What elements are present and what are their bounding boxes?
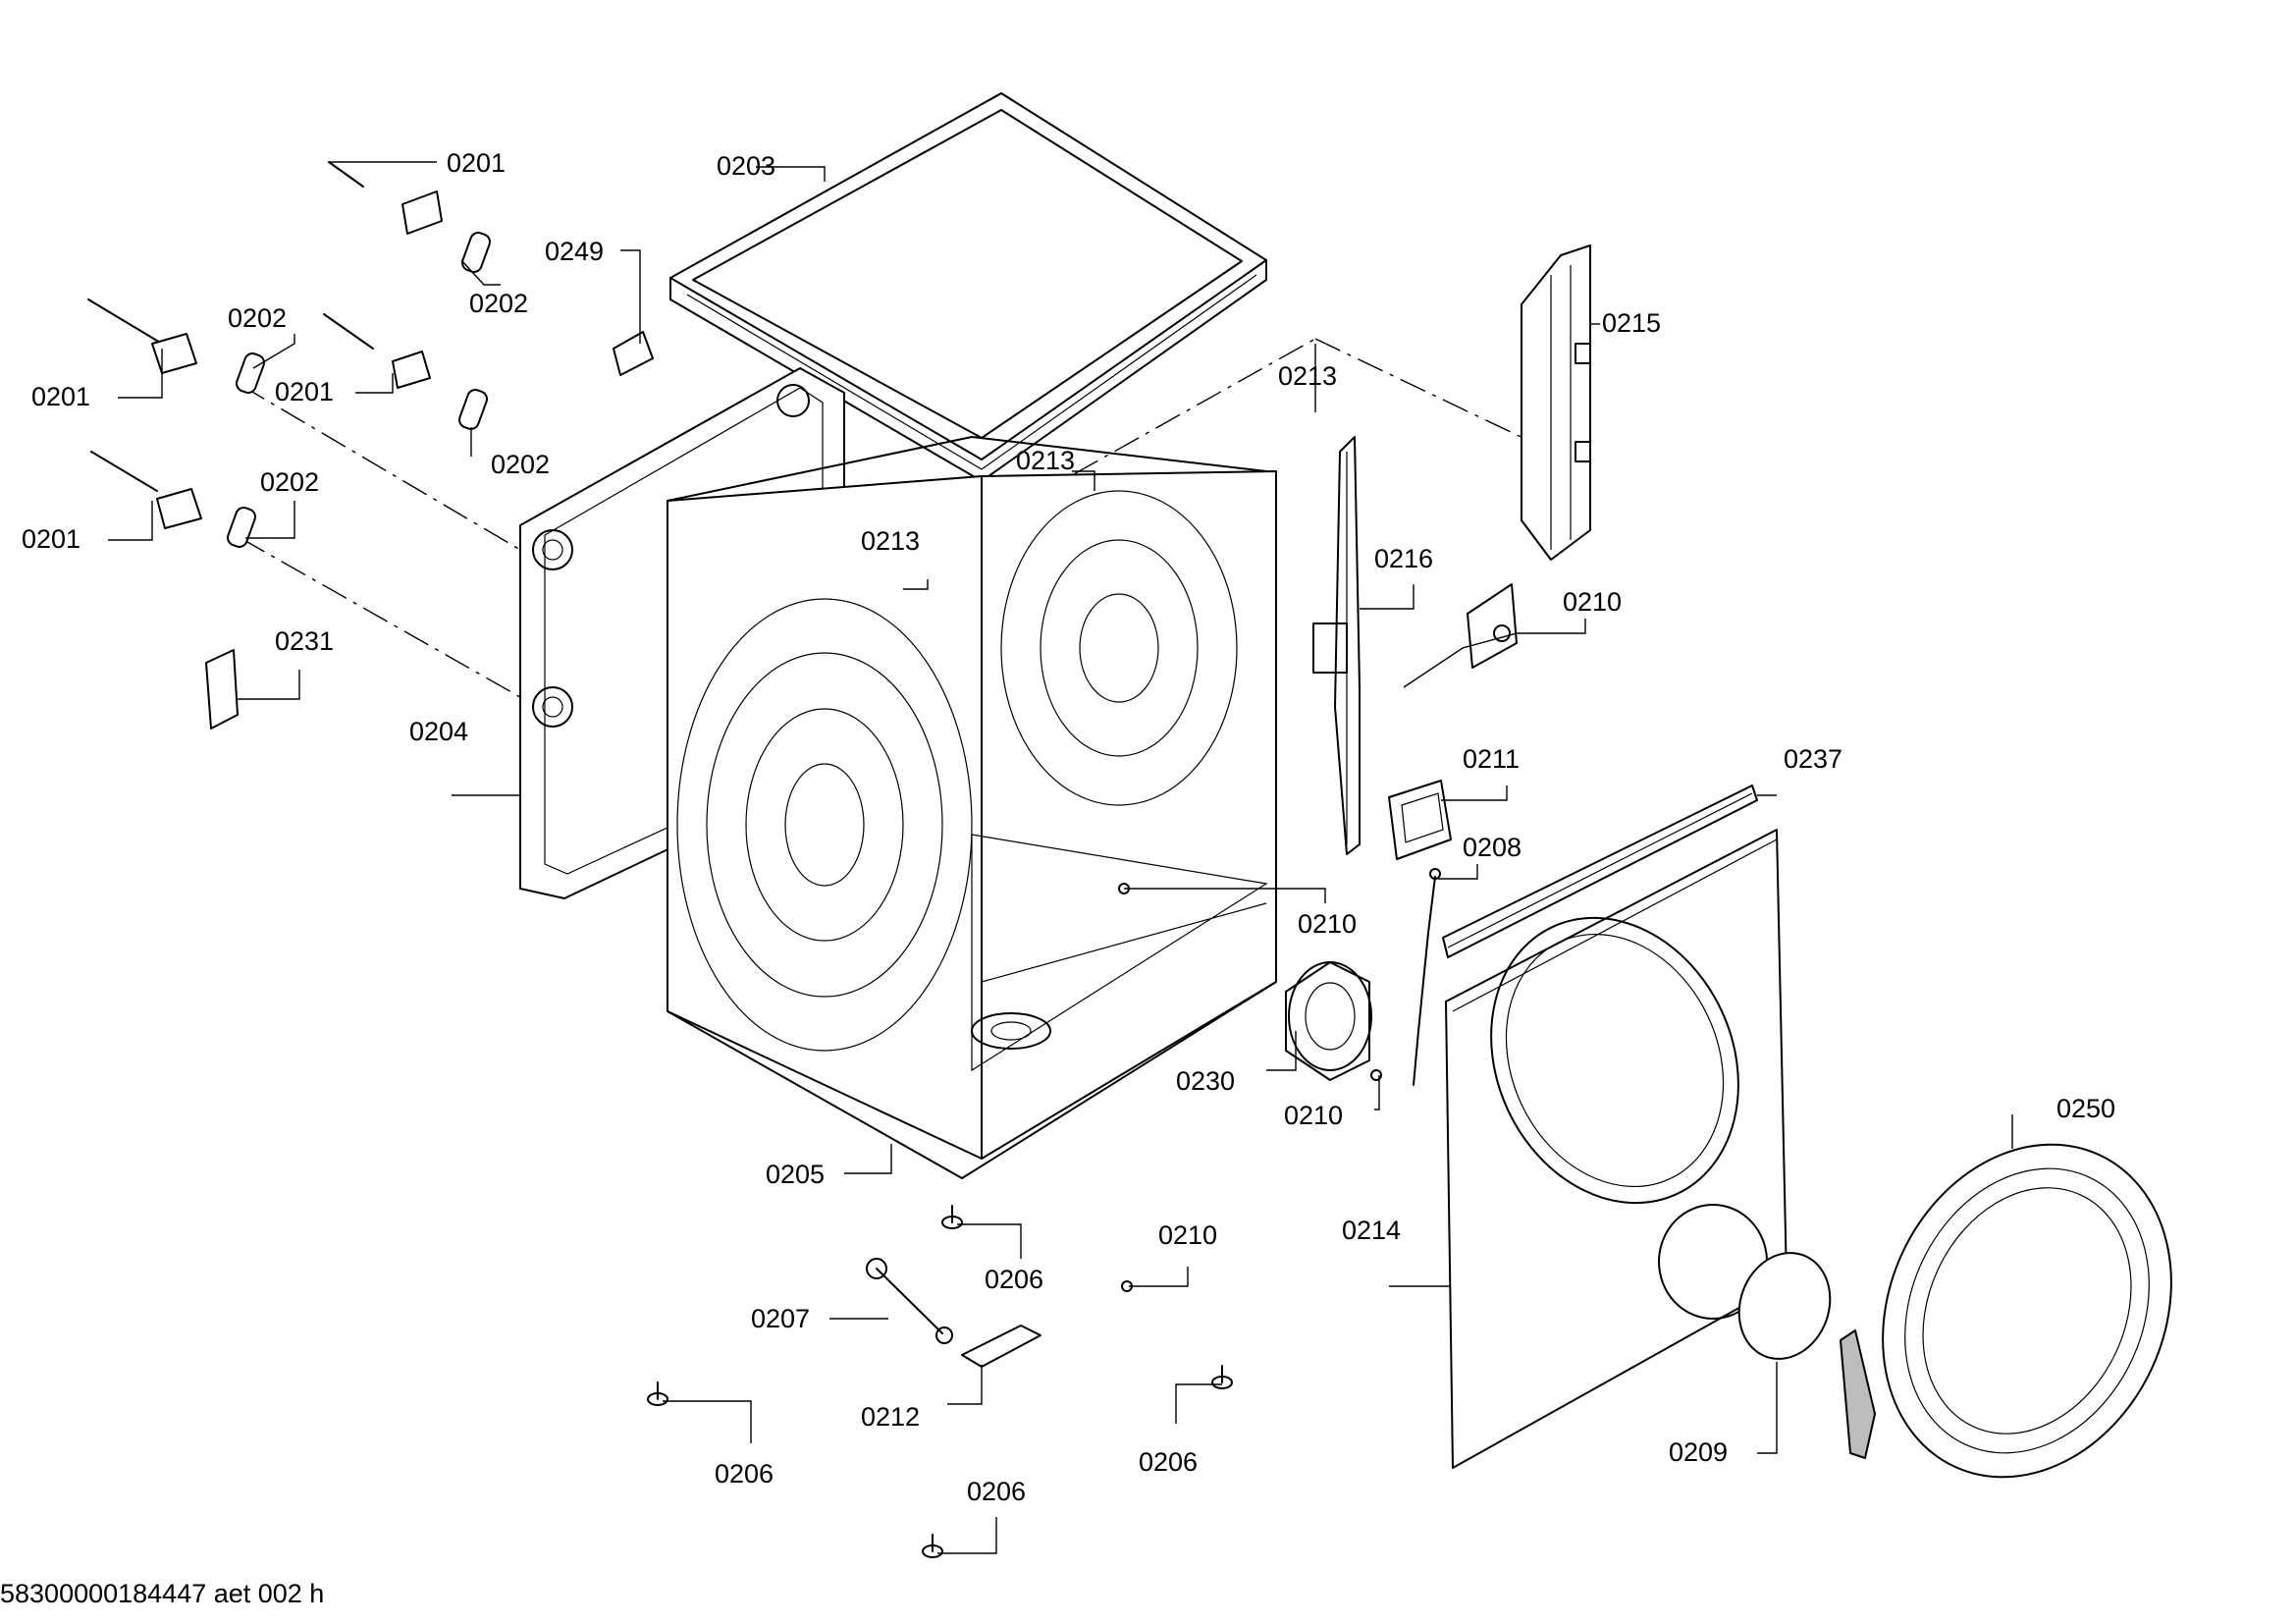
label-0202-d: 0202 [260,467,319,497]
label-0201-d: 0201 [22,524,80,554]
label-0213-a: 0213 [1278,361,1337,391]
front-panel-part [1445,829,1788,1469]
label-0202-b: 0202 [228,303,287,333]
label-0208: 0208 [1463,833,1522,862]
label-0210-b: 0210 [1298,909,1357,939]
top-trim-part [1442,785,1758,958]
label-0202-c: 0202 [491,450,550,479]
panel-grooves [676,490,1238,1052]
label-0213-c: 0213 [861,526,920,556]
door-part [1840,1143,2172,1479]
cable-part [1413,868,1441,1086]
rear-bracket-part [1521,244,1591,561]
label-0231: 0231 [275,626,334,656]
service-flap-part [1737,1252,1832,1360]
label-0215: 0215 [1602,308,1661,338]
label-0201-b: 0201 [31,382,90,411]
cabinet-frame-part [667,436,1277,1179]
label-0205: 0205 [766,1160,825,1189]
label-0201-c: 0201 [275,377,334,406]
part-labels: 0201 0202 0201 0202 0201 0202 0201 0202 … [22,148,2115,1506]
label-0206-a: 0206 [985,1265,1043,1294]
label-0212: 0212 [861,1402,920,1432]
label-0206-d: 0206 [967,1477,1026,1506]
control-module-part [1388,780,1452,860]
leader-lines [108,161,2013,1554]
label-0204: 0204 [409,717,468,746]
label-0209: 0209 [1669,1437,1728,1467]
label-0214: 0214 [1342,1216,1401,1245]
label-0237: 0237 [1784,744,1842,774]
label-0203: 0203 [717,151,775,181]
label-0211: 0211 [1463,744,1520,774]
label-0206-b: 0206 [715,1459,774,1489]
label-0210-d: 0210 [1158,1220,1217,1250]
pump-housing-part [1285,961,1372,1081]
label-0213-b: 0213 [1016,446,1075,475]
harness-bracket-part [1312,436,1361,855]
label-0206-c: 0206 [1139,1447,1198,1477]
label-0210-a: 0210 [1563,587,1622,617]
label-0207: 0207 [751,1304,810,1333]
label-0230: 0230 [1176,1066,1235,1096]
document-number: 58300000184447 aet 002 h [0,1579,324,1608]
label-0202-a: 0202 [469,289,528,318]
small-parts [87,161,1518,1558]
label-0201-a: 0201 [447,148,506,178]
label-0216: 0216 [1374,544,1433,573]
label-0210-c: 0210 [1284,1101,1343,1130]
label-0249: 0249 [545,237,604,266]
label-0250: 0250 [2056,1094,2115,1123]
